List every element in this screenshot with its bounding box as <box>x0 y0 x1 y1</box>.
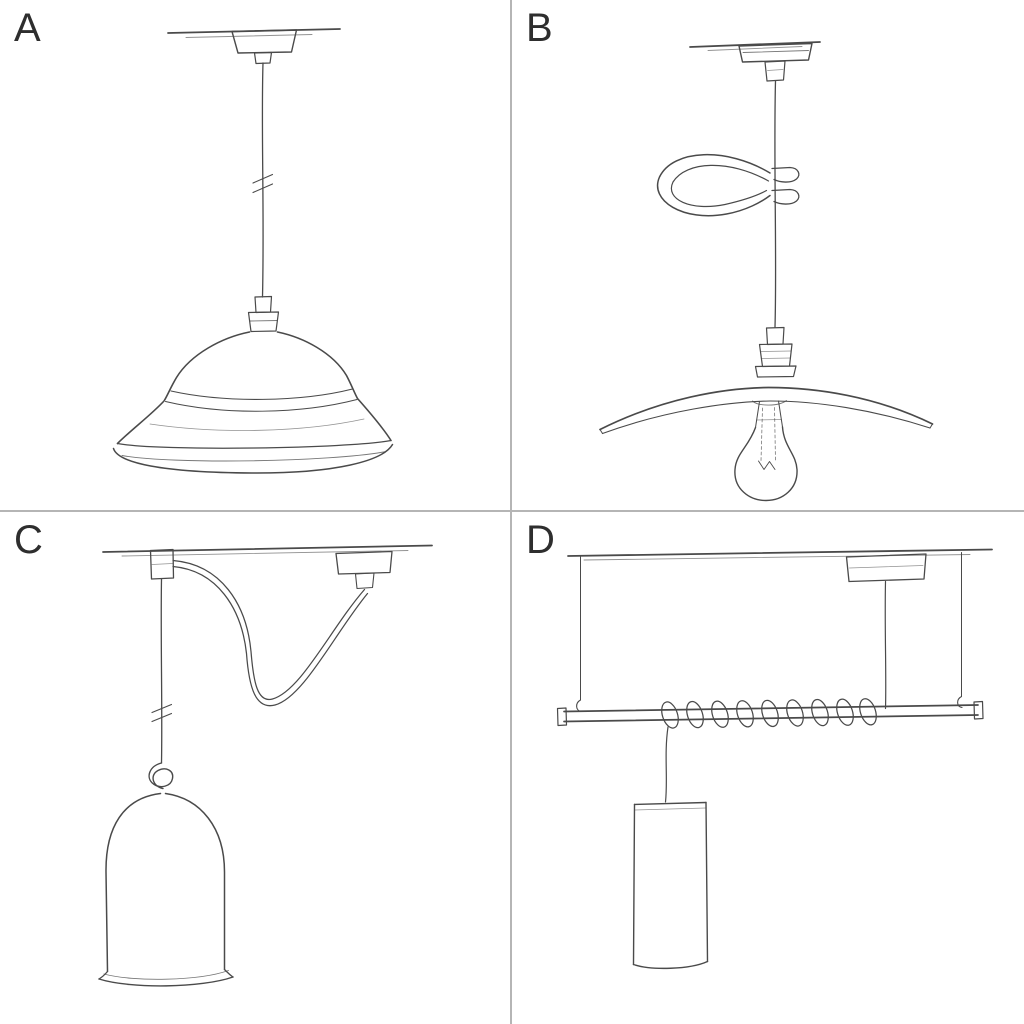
ceiling-line <box>102 544 433 557</box>
pendant-cable <box>774 80 777 328</box>
ceiling-line <box>167 28 341 38</box>
lamp-socket <box>247 295 280 333</box>
panel-b: B <box>512 0 1024 512</box>
ceiling-rose <box>231 29 298 65</box>
panel-a: A <box>0 0 512 512</box>
panel-c-label: C <box>14 518 44 562</box>
cable-clip <box>771 166 800 205</box>
vertical-divider <box>510 0 512 1024</box>
swag-cable <box>172 559 369 707</box>
industrial-barn-shade-pendant-drawing <box>112 28 394 474</box>
panel-d: D <box>512 512 1024 1024</box>
ceiling-line <box>567 548 993 561</box>
horizontal-divider <box>0 510 1024 512</box>
pendant-cable <box>252 62 274 298</box>
ceiling-rose <box>335 550 393 590</box>
drop-cord <box>664 726 669 803</box>
drop-cable <box>151 578 173 764</box>
lamp-socket <box>754 326 797 378</box>
ceiling-line <box>689 41 821 51</box>
edison-bulb <box>734 400 798 502</box>
saucer-shade-pendant-with-cable-loop-drawing <box>599 41 934 502</box>
saucer-shade <box>599 386 934 435</box>
panel-a-label: A <box>14 6 42 50</box>
cylinder-shade <box>632 801 709 970</box>
ceiling-rose <box>738 42 813 82</box>
bell-dome-shade <box>98 792 234 987</box>
panel-d-label: D <box>526 518 556 562</box>
horizontal-bar <box>556 700 984 727</box>
swag-pendant-bell-shade-drawing <box>98 544 433 987</box>
decorative-cable-loop <box>656 154 771 217</box>
ceiling-hook-mount <box>149 548 175 580</box>
ceiling-rose <box>845 553 927 710</box>
suspension-wires <box>576 552 963 713</box>
panel-b-label: B <box>526 6 554 50</box>
panel-c: C <box>0 512 512 1024</box>
barn-shade <box>112 331 394 474</box>
cable-knot <box>148 762 174 790</box>
suspension-bar-cylinder-shade-drawing <box>556 548 993 970</box>
coiled-cord <box>661 698 877 729</box>
